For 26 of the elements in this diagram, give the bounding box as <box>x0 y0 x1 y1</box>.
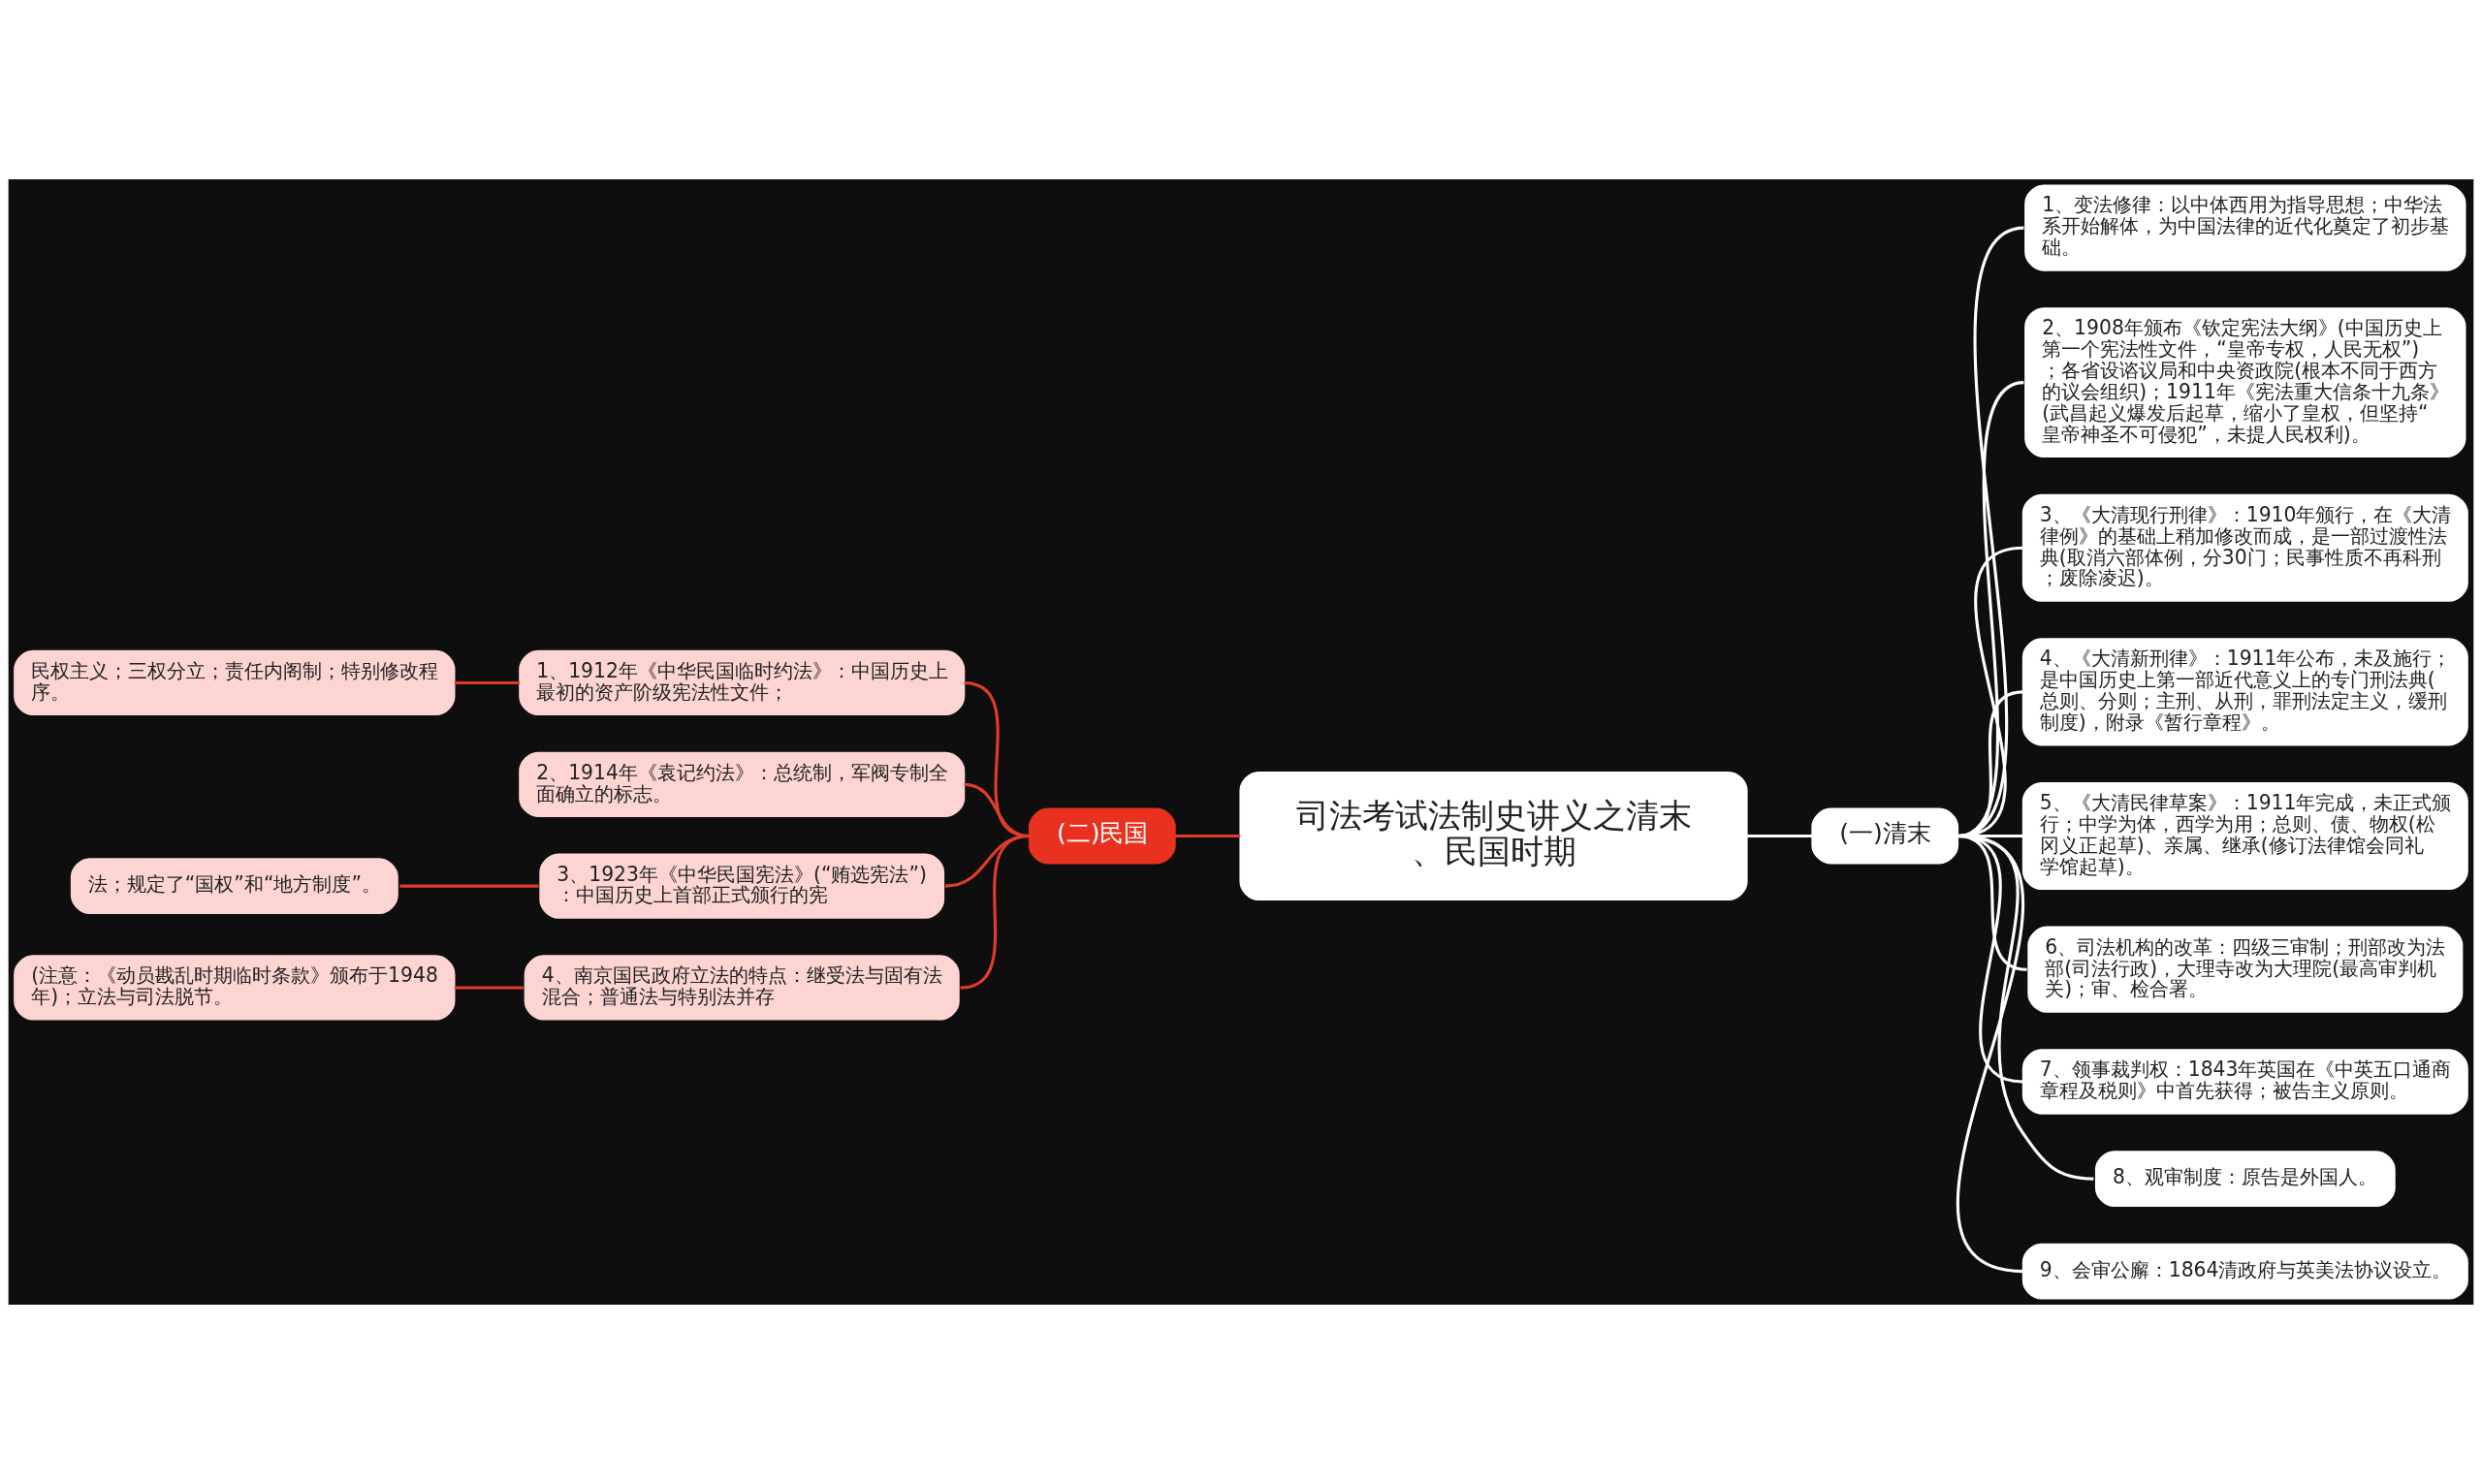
node-box: 2、1914年《袁记约法》：总统制，军阀专制全面确立的标志。 <box>519 751 966 817</box>
node-box: (二)民国 <box>1028 807 1176 865</box>
connector <box>1174 834 1241 838</box>
node-box: 司法考试法制史讲义之清末、民国时期 <box>1239 772 1748 900</box>
connector <box>960 834 1031 990</box>
connector <box>1957 835 2024 1274</box>
node-box: 3、《大清现行刑律》：1910年颁行，在《大清律例》的基础上稍加修改而成，是一部过渡性法典(取消六部体例，分30门；民事性质不再科刑；废除凌迟)。 <box>2021 493 2468 602</box>
connector <box>399 884 539 888</box>
node-box: 民权主义；三权分立；责任内阁制；特别修改程序。 <box>14 649 456 716</box>
node-box: 1、1912年《中华民国临时约法》：中国历史上最初的资产阶级宪法性文件； <box>519 649 966 716</box>
connector <box>1746 834 1813 838</box>
node-box: 4、南京国民政府立法的特点：继受法与固有法混合；普通法与特别法并存 <box>524 955 960 1021</box>
node-box: (注意：《动员戡乱时期临时条款》颁布于1948年)；立法与司法脱节。 <box>14 955 456 1021</box>
node-box: (一)清末 <box>1811 807 1959 865</box>
connector <box>454 680 520 685</box>
node-box: 2、1908年颁布《钦定宪法大纲》(中国历史上第一个宪法性文件，“皇帝专权，人民无权”)；各省设谘议局和中央资政院(根本不同于西方的议会组织)；1911年《宪法重大信条十九条》(武昌起义爆发后起草，缩小了皇权，但坚持“皇帝神圣不可侵犯”，未提人民权利)。 <box>2024 307 2466 458</box>
node-box: 4、《大清新刑律》：1911年公布，未及施行；是中国历史上第一部近代意义上的专门刑法典(总则、分则；主刑、从刑，罪刑法定主义，缓刑制度)，附录《暂行章程》。 <box>2021 638 2468 746</box>
node-box: 8、观审制度：原告是外国人。 <box>2094 1151 2396 1208</box>
node-box: 1、变法修律：以中体西用为指导思想；中华法系开始解体，为中国法律的近代化奠定了初步基础。 <box>2024 184 2466 271</box>
node-box: 9、会审公廨：1864清政府与英美法协议设立。 <box>2021 1243 2468 1300</box>
node-box: 6、司法机构的改革：四级三审制；刑部改为法部(司法行政)，大理寺改为大理院(最高审判机关)；审、检合署。 <box>2027 926 2464 1013</box>
node-box: 7、领事裁判权：1843年英国在《中英五口通商章程及税则》中首先获得；被告主义原则。 <box>2021 1049 2468 1115</box>
connector <box>454 986 524 990</box>
node-box: 法；规定了“国权”和“地方制度”。 <box>70 858 398 915</box>
node-box: 5、《大清民律草案》：1911年完成，未正式颁行；中学为体，西学为用；总则、债、物权(松冈义正起草)、亲属、继承(修订法律馆会同礼学馆起草)。 <box>2021 781 2468 891</box>
node-box: 3、1923年《中华民国宪法》(“贿选宪法”)：中国历史上首部正式颁行的宪 <box>539 853 945 919</box>
